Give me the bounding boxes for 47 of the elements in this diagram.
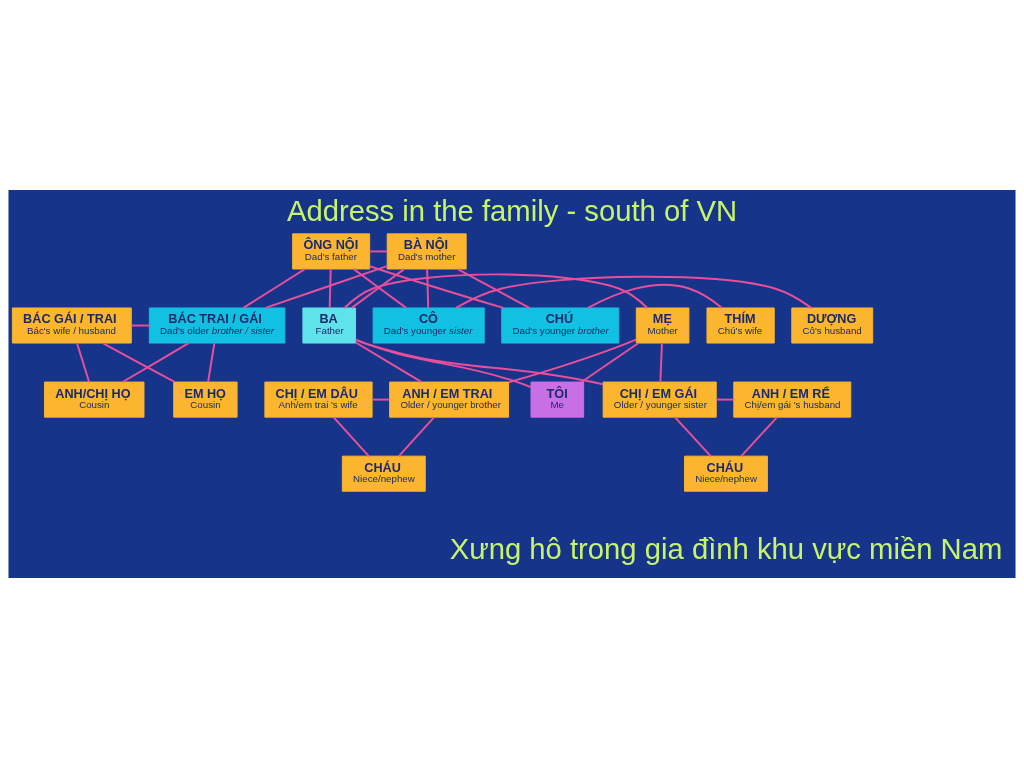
connector — [454, 275, 813, 309]
node-box: DƯỢNG Cô's husband — [791, 307, 874, 344]
connector — [715, 398, 735, 401]
node-box: ÔNG NỘI Dad's father — [292, 233, 371, 270]
connector — [674, 416, 712, 458]
node-box: ANH / EM RỂ Chị/em gái 's husband — [733, 381, 852, 418]
node-box: MẸ Mother — [635, 307, 690, 344]
connector — [426, 268, 430, 309]
node-box: BÁC TRAI / GÁI Dad's older brother / sister — [148, 307, 286, 344]
connector — [659, 342, 663, 383]
connector — [354, 338, 604, 386]
node-box: CÔ Dad's younger sister — [372, 307, 485, 344]
node-box: EM HỌ Cousin — [173, 381, 238, 418]
node-box: TÔI Me — [530, 381, 585, 418]
connector — [740, 416, 778, 458]
node-box: BÀ NỘI Dad's mother — [386, 233, 467, 270]
connector — [332, 416, 370, 458]
node-box: THÍM Chú's wife — [706, 307, 775, 344]
node-box: BÁC GÁI / TRAI Bác's wife / husband — [11, 307, 132, 344]
node-box: BA Father — [302, 307, 356, 344]
node-box: CHÁU Niece/nephew — [341, 455, 426, 492]
node-box: CHÚ Dad's younger brother — [501, 307, 620, 344]
connector — [456, 268, 531, 309]
connector — [121, 342, 190, 383]
node-box: CHỊ / EM GÁI Older / younger sister — [602, 381, 717, 418]
node-box: ANH / EM TRAI Older / younger brother — [389, 381, 510, 418]
connector — [369, 250, 388, 253]
connector — [101, 342, 176, 383]
connector — [354, 338, 532, 388]
connector — [580, 342, 640, 383]
connector — [371, 398, 391, 401]
connector — [587, 283, 724, 309]
connector — [368, 265, 505, 309]
connector — [328, 268, 332, 309]
diagram-title: Address in the family - south of VN — [286, 195, 738, 228]
connector — [397, 416, 435, 458]
connector — [207, 342, 216, 383]
node-box: CHÁU Niece/nephew — [684, 455, 768, 492]
connector — [264, 265, 388, 309]
node-box: ANH/CHỊ HỌ Cousin — [44, 381, 145, 418]
connector — [76, 342, 91, 383]
connector — [354, 341, 423, 383]
connector — [242, 268, 306, 309]
connector — [343, 273, 649, 309]
connector — [507, 338, 637, 384]
node-box: CHỊ / EM DÂU Anh/em trai 's wife — [264, 381, 373, 418]
caption: Xưng hô trong gia đình khu vực miền Nam — [449, 533, 1003, 566]
